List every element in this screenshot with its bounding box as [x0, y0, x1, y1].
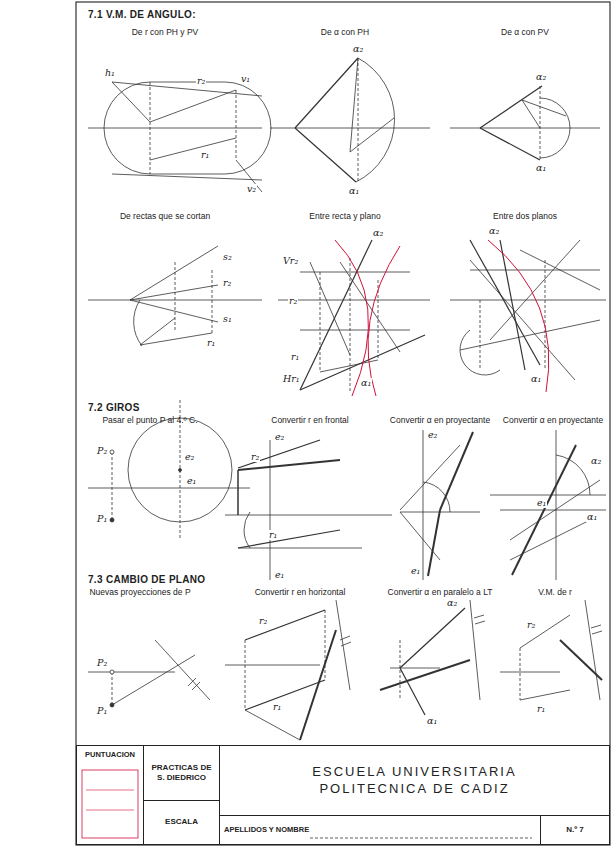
projection-label: r₁ — [206, 338, 216, 348]
projection-label: e₂ — [184, 452, 195, 462]
exercise-caption: Convertir α en paralelo a LT — [388, 588, 493, 597]
cell-label: PUNTUACION — [81, 750, 139, 760]
exercise-caption: Nuevas proyecciones de P — [89, 588, 190, 597]
exercise-caption: Entre dos planos — [493, 212, 557, 221]
projection-label: P₁ — [96, 706, 108, 716]
exercise-caption: Convertir r en frontal — [271, 416, 348, 425]
projection-label: e₁ — [186, 476, 197, 486]
projection-label: v₂ — [246, 184, 257, 194]
cell-label: APELLIDOS Y NOMBRE — [224, 825, 536, 835]
projection-label: α₁ — [360, 378, 372, 388]
projection-label: α₂ — [446, 598, 458, 608]
projection-label: h₁ — [104, 68, 116, 78]
projection-label: α₁ — [530, 374, 542, 384]
projection-label: e₂ — [427, 430, 438, 440]
projection-label: r₁ — [536, 704, 546, 714]
sheet-number-cell: N.º 7 — [540, 815, 610, 845]
cell-label: N.º 7 — [545, 825, 605, 835]
projection-label: P₂ — [96, 446, 108, 456]
exercise-caption: De α con PH — [321, 28, 369, 37]
projection-label: r₁ — [268, 530, 278, 540]
exercise-caption: Convertir r en horizontal — [255, 588, 346, 597]
projection-label: α₂ — [352, 44, 364, 54]
section-heading: 7.2 GIROS — [88, 402, 140, 413]
projection-label: e₁ — [536, 498, 547, 508]
projection-label: r₂ — [196, 76, 206, 86]
projection-label: α₂ — [535, 72, 547, 82]
projection-label: s₂ — [222, 252, 233, 262]
score-cell: PUNTUACION — [76, 745, 144, 845]
projection-label: v₁ — [240, 74, 251, 84]
projection-label: α₁ — [535, 163, 547, 173]
projection-label: Hr₁ — [282, 374, 301, 384]
exercise-caption: Pasar el punto P al 4.º C. — [102, 416, 197, 425]
projection-label: r₂ — [250, 452, 260, 462]
section-heading: 7.3 CAMBIO DE PLANO — [88, 574, 205, 585]
school-cell: ESCUELA UNIVERSITARIA POLITECNICA DE CAD… — [219, 745, 610, 816]
course-cell: PRACTICAS DE S. DIEDRICO — [143, 745, 220, 801]
school-name: ESCUELA UNIVERSITARIA POLITECNICA DE CAD… — [224, 764, 605, 798]
projection-label: P₂ — [96, 658, 108, 668]
exercise-caption: Convertir α en proyectante — [390, 416, 490, 425]
projection-label: r₂ — [258, 616, 268, 626]
cell-label: ESCALA — [148, 817, 215, 827]
exercise-caption: Entre recta y plano — [309, 212, 380, 221]
exercise-caption: V.M. de r — [538, 588, 572, 597]
projection-label: r₁ — [290, 352, 300, 362]
projection-label: r₂ — [526, 620, 536, 630]
projection-label: Vr₂ — [282, 256, 299, 266]
projection-label: r₂ — [222, 278, 232, 288]
section-heading: 7.1 V.M. DE ANGULO: — [88, 9, 196, 20]
projection-label: e₁ — [410, 566, 421, 576]
projection-label: P₁ — [96, 514, 108, 524]
exercise-caption: De r con PH y PV — [132, 28, 199, 37]
projection-label: s₁ — [222, 314, 233, 324]
projection-label: r₂ — [288, 296, 298, 306]
projection-label: α₁ — [348, 186, 360, 196]
exercise-caption: Convertir α en proyectante — [503, 416, 603, 425]
exercise-caption: De α con PV — [501, 28, 549, 37]
projection-label: α₂ — [488, 226, 500, 236]
projection-label: α₁ — [426, 716, 438, 726]
name-cell: APELLIDOS Y NOMBRE — [219, 815, 541, 845]
projection-label: r₁ — [272, 702, 282, 712]
projection-label: e₁ — [274, 570, 285, 580]
projection-label: α₂ — [372, 228, 384, 238]
cell-label: PRACTICAS DE S. DIEDRICO — [148, 763, 215, 784]
projection-label: α₂ — [590, 456, 602, 466]
exercise-caption: De rectas que se cortan — [120, 212, 210, 221]
scale-cell: ESCALA — [143, 800, 220, 845]
projection-label: e₂ — [274, 432, 285, 442]
projection-label: α₁ — [586, 512, 598, 522]
projection-label: r₁ — [200, 150, 210, 160]
